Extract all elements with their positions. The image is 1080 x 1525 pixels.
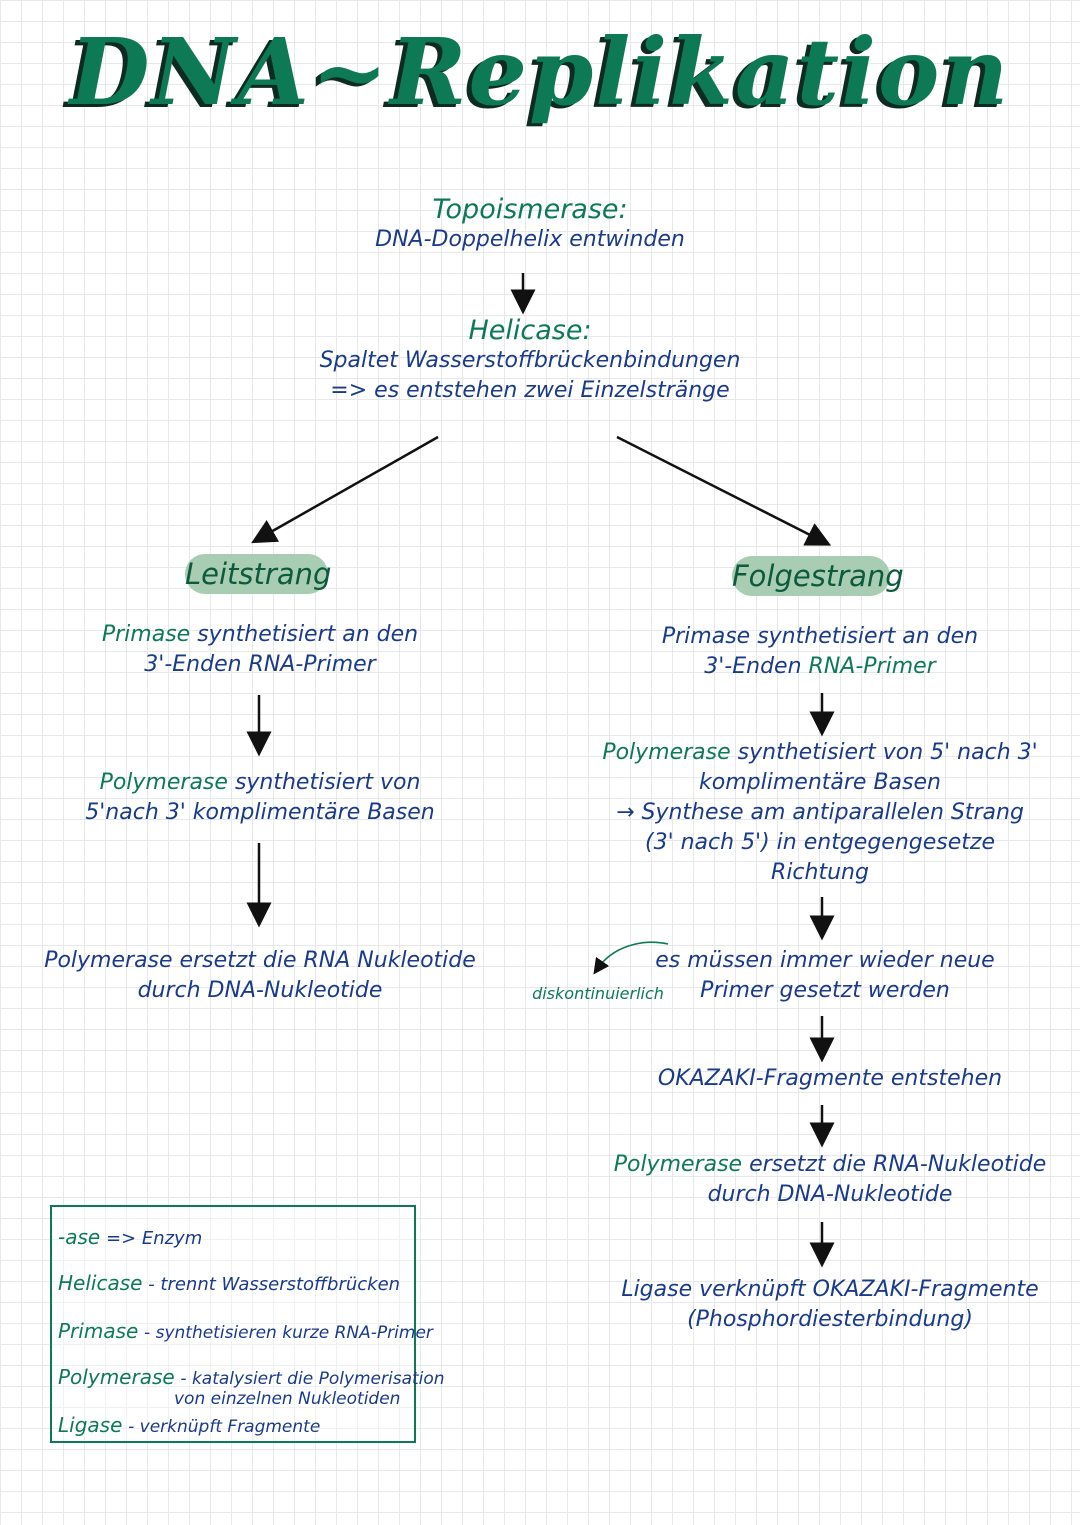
leit-step-replace: Polymerase ersetzt die RNA Nukleotide du… [20, 946, 500, 1006]
helicase-heading: Helicase: [468, 315, 592, 346]
legend-term-helicase: Helicase [58, 1271, 143, 1295]
folge-okazaki-text: OKAZAKI-Fragmente entstehen [657, 1066, 1003, 1091]
folge-replace-term: Polymerase [613, 1152, 743, 1177]
helicase-node: Helicase: Spaltet Wasserstoffbrückenbind… [300, 316, 760, 406]
folge-primer-line1: es müssen immer wieder neue [655, 948, 995, 973]
folge-ligase-line2: (Phosphordiesterbindung) [687, 1307, 973, 1332]
folge-polymerase-rest: synthetisiert von 5' nach 3' [737, 740, 1038, 765]
legend-text-ase: => Enzym [105, 1228, 203, 1249]
folge-replace-rest: ersetzt die RNA-Nukleotide [749, 1152, 1047, 1177]
folgestrang-label: Folgestrang [732, 556, 904, 596]
side-note-diskontinuierlich: diskontinuierlich [532, 984, 664, 1003]
folge-step-primer: es müssen immer wieder neue Primer geset… [640, 946, 1010, 1006]
legend-text-ligase: - verknüpft Fragmente [128, 1417, 321, 1437]
folge-polymerase-term: Polymerase [602, 740, 731, 765]
folge-step-okazaki: OKAZAKI-Fragmente entstehen [620, 1064, 1040, 1094]
folge-step-ligase: Ligase verknüpft OKAZAKI-Fragmente (Phos… [600, 1275, 1060, 1335]
helicase-line1: Spaltet Wasserstoffbrückenbindungen [319, 348, 741, 373]
helicase-line2: => es entstehen zwei Einzelstränge [330, 378, 730, 403]
topoisomerase-text: DNA-Doppelhelix entwinden [375, 227, 685, 252]
leit-step-primase: Primase synthetisiert an den 3'-Enden RN… [40, 620, 480, 680]
folge-primase-ends: 3'-Enden [704, 654, 802, 679]
leit-primase-line2: 3'-Enden RNA-Primer [144, 652, 376, 677]
topoisomerase-heading: Topoismerase: [432, 194, 628, 225]
leit-polymerase-rest: synthetisiert von [234, 770, 421, 795]
leit-polymerase-term: Polymerase [99, 770, 228, 795]
legend-term-ase: -ase [58, 1225, 101, 1249]
folge-primase-rna: RNA-Primer [808, 654, 936, 679]
folge-primase-line1: Primase synthetisiert an den [661, 624, 979, 649]
folge-polymerase-line2: komplimentäre Basen [699, 770, 941, 795]
topoisomerase-node: Topoismerase: DNA-Doppelhelix entwinden [330, 195, 730, 255]
arrow-to-leitstrang [251, 435, 439, 544]
legend-text-polymerase-2: von einzelnen Nukleotiden [174, 1389, 401, 1409]
leitstrang-label: Leitstrang [185, 554, 331, 594]
side-note-arrow [593, 941, 669, 975]
legend-term-polymerase: Polymerase [58, 1365, 175, 1389]
legend-text-primase: - synthetisieren kurze RNA-Primer [144, 1323, 433, 1343]
leit-primase-term: Primase [101, 622, 191, 647]
page-title: DNA~Replikation [69, 18, 1011, 126]
folge-ligase-line1: Ligase verknüpft OKAZAKI-Fragmente [621, 1277, 1039, 1302]
folge-step-polymerase: Polymerase synthetisiert von 5' nach 3' … [590, 738, 1050, 888]
legend-row-polymerase: Polymerase - katalysiert die Polymerisat… [58, 1365, 445, 1389]
folge-polymerase-line4: (3' nach 5') in entgegengesetze [644, 830, 995, 855]
legend-row-ligase: Ligase - verknüpft Fragmente [58, 1413, 320, 1437]
leit-replace-line2: durch DNA-Nukleotide [137, 978, 383, 1003]
folge-polymerase-line5: Richtung [771, 860, 869, 885]
leit-primase-rest: synthetisiert an den [197, 622, 419, 647]
legend-row-primase: Primase - synthetisieren kurze RNA-Prime… [58, 1319, 433, 1343]
legend-text-polymerase: - katalysiert die Polymerisation [180, 1369, 445, 1389]
leit-step-polymerase: Polymerase synthetisiert von 5'nach 3' k… [40, 768, 480, 828]
arrow-to-folgestrang [616, 435, 832, 546]
folge-step-replace: Polymerase ersetzt die RNA-Nukleotide du… [600, 1150, 1060, 1210]
folge-primer-line2: Primer gesetzt werden [700, 978, 950, 1003]
legend-box: -ase => Enzym Helicase - trennt Wasserst… [50, 1205, 445, 1443]
leit-polymerase-line2: 5'nach 3' komplimentäre Basen [85, 800, 435, 825]
legend-row-ase: -ase => Enzym [58, 1225, 202, 1249]
legend-term-ligase: Ligase [58, 1413, 123, 1437]
legend-text-helicase: - trennt Wasserstoffbrücken [148, 1274, 401, 1295]
folge-replace-line2: durch DNA-Nukleotide [707, 1182, 953, 1207]
legend-term-primase: Primase [58, 1319, 139, 1343]
legend-row-helicase: Helicase - trennt Wasserstoffbrücken [58, 1271, 400, 1295]
folge-polymerase-line3: → Synthese am antiparallelen Strang [616, 800, 1024, 825]
folge-step-primase: Primase synthetisiert an den 3'-Enden RN… [600, 622, 1040, 682]
leit-replace-line1: Polymerase ersetzt die RNA Nukleotide [44, 948, 476, 973]
